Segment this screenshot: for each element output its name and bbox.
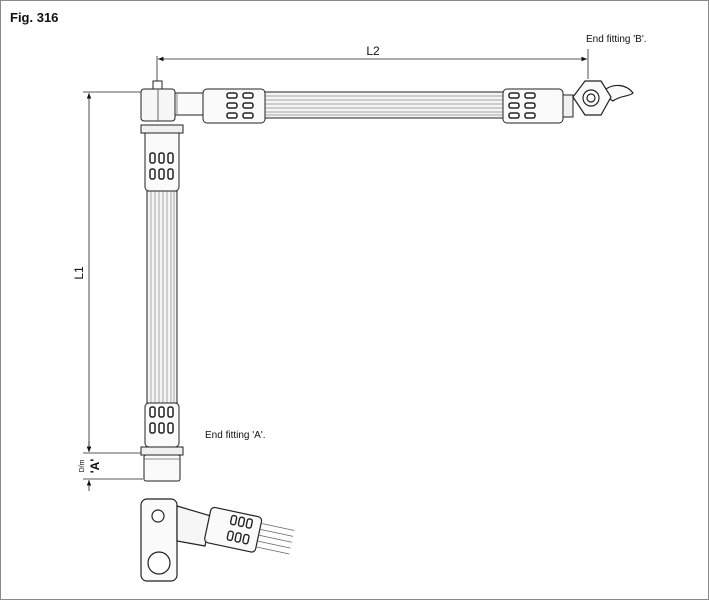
dim-small-label: D/m [79, 459, 86, 472]
dimension-a: D/m 'A' [79, 441, 143, 491]
vertical-hose [140, 124, 184, 482]
figure-label: Fig. 316 [10, 10, 59, 25]
end-fitting-b [572, 80, 634, 116]
dimension-l1: L1 [72, 91, 143, 454]
l1-label: L1 [72, 266, 86, 280]
end-fitting-a-side-view [140, 498, 295, 582]
horizontal-hose [202, 88, 574, 124]
end-fitting-b-label: End fitting 'B'. [586, 34, 647, 45]
dim-a-label: 'A' [88, 459, 102, 474]
l2-label: L2 [366, 44, 380, 58]
top-elbow-fitting [140, 80, 204, 122]
dimension-l2: L2 [156, 44, 589, 87]
end-fitting-a-label: End fitting 'A'. [205, 430, 266, 441]
